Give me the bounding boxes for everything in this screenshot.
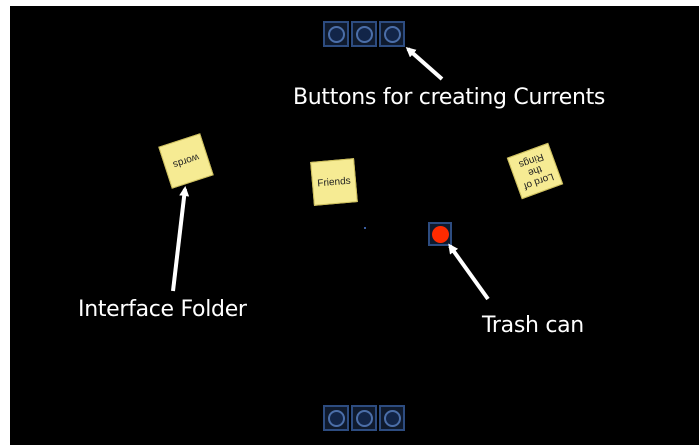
- arrow-trash: [448, 243, 490, 301]
- trash-annotation: Trash can: [482, 313, 584, 338]
- buttons-annotation: Buttons for creating Currents: [293, 85, 606, 110]
- circle-button-icon: [355, 409, 373, 427]
- canvas[interactable]: words Friends Lord of the Rings Buttons …: [10, 6, 699, 445]
- create-current-button-5[interactable]: [351, 405, 377, 431]
- trash-can-icon: [431, 225, 449, 243]
- current-buttons-top: [323, 21, 407, 47]
- folder-label: words: [171, 151, 201, 171]
- circle-button-icon: [383, 409, 401, 427]
- create-current-button-6[interactable]: [379, 405, 405, 431]
- folder-label: Friends: [316, 175, 352, 189]
- circle-button-icon: [327, 409, 345, 427]
- arrow-buttons: [405, 47, 444, 81]
- cursor-dot: [364, 227, 366, 229]
- folder-label: Lord of the Rings: [517, 151, 556, 192]
- current-buttons-bottom: [323, 405, 407, 431]
- circle-button-icon: [383, 25, 401, 43]
- trash-can-button[interactable]: [428, 222, 452, 246]
- folder-annotation: Interface Folder: [78, 297, 247, 322]
- folder-words[interactable]: words: [158, 133, 214, 189]
- circle-button-icon: [355, 25, 373, 43]
- circle-button-icon: [327, 25, 345, 43]
- create-current-button-3[interactable]: [379, 21, 405, 47]
- create-current-button-2[interactable]: [351, 21, 377, 47]
- arrow-folder: [171, 186, 190, 292]
- folder-lord-of-the-rings[interactable]: Lord of the Rings: [506, 142, 564, 200]
- folder-friends[interactable]: Friends: [310, 158, 358, 206]
- create-current-button-1[interactable]: [323, 21, 349, 47]
- create-current-button-4[interactable]: [323, 405, 349, 431]
- annotation-arrows: [171, 47, 490, 301]
